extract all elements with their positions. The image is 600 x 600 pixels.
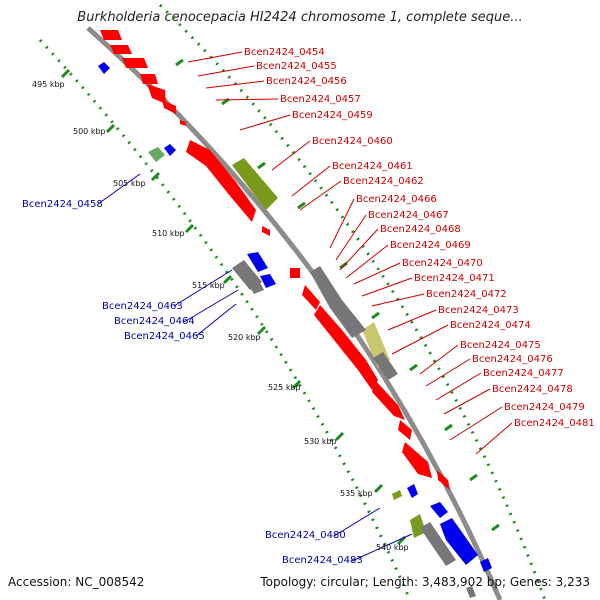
forward-gene-label[interactable]: Bcen2424_0466	[356, 194, 437, 205]
leader-line	[335, 214, 367, 261]
forward-gene-label[interactable]: Bcen2424_0459	[292, 110, 373, 121]
forward-gene-label[interactable]: Bcen2424_0460	[312, 136, 393, 147]
forward-gene-label[interactable]: Bcen2424_0469	[390, 240, 471, 251]
forward-gene-labels[interactable]: Bcen2424_0454Bcen2424_0455Bcen2424_0456B…	[244, 47, 595, 429]
scale-label: 495 kbp	[32, 80, 65, 89]
pseudo-features[interactable]	[232, 260, 476, 598]
forward-strand-genes[interactable]	[100, 30, 450, 490]
scale-label: 500 kbp	[73, 127, 106, 136]
leader-line	[475, 422, 513, 455]
reverse-strand-genes[interactable]	[98, 62, 492, 572]
forward-gene-label[interactable]: Bcen2424_0457	[280, 94, 361, 105]
leader-line	[205, 80, 265, 89]
forward-gene-label[interactable]: Bcen2424_0461	[332, 161, 413, 172]
forward-gene-label[interactable]: Bcen2424_0474	[450, 320, 531, 331]
scale-label: 510 kbp	[152, 229, 185, 238]
leader-line	[361, 277, 413, 297]
label-leader-lines	[97, 51, 513, 562]
forward-gene-label[interactable]: Bcen2424_0477	[483, 368, 564, 379]
leader-line	[425, 358, 471, 387]
leader-line	[449, 406, 503, 441]
leader-line	[353, 262, 401, 285]
map-title: Burkholderia cenocepacia HI2424 chromoso…	[77, 10, 523, 25]
forward-gene-label[interactable]: Bcen2424_0454	[244, 47, 325, 58]
leader-line	[195, 303, 237, 337]
forward-gene-label[interactable]: Bcen2424_0481	[514, 418, 595, 429]
reverse-gene-label[interactable]: Bcen2424_0458	[22, 199, 103, 210]
forward-gene-label[interactable]: Bcen2424_0468	[380, 224, 461, 235]
leader-line	[291, 165, 331, 197]
leader-line	[333, 507, 381, 537]
forward-gene-label[interactable]: Bcen2424_0467	[368, 210, 449, 221]
forward-gene-label[interactable]: Bcen2424_0462	[343, 176, 424, 187]
reverse-gene-label[interactable]: Bcen2424_0465	[124, 331, 205, 342]
scale-label: 520 kbp	[228, 333, 261, 342]
forward-gene-label[interactable]: Bcen2424_0476	[472, 354, 553, 365]
scale-labels: 495 kbp 500 kbp 505 kbp 510 kbp 515 kbp 520 k…	[32, 80, 409, 552]
leader-line	[443, 388, 491, 415]
leader-line	[387, 309, 437, 331]
scale-label: 540 kbp	[376, 543, 409, 552]
leader-line	[173, 269, 233, 307]
leader-line	[339, 228, 379, 271]
topology-summary: Topology: circular; Length: 3,483,902 bp…	[260, 575, 590, 589]
forward-gene-label[interactable]: Bcen2424_0473	[438, 305, 519, 316]
forward-gene-label[interactable]: Bcen2424_0479	[504, 402, 585, 413]
leader-line	[419, 344, 459, 375]
reverse-gene-label[interactable]: Bcen2424_0463	[102, 301, 183, 312]
leader-line	[391, 324, 449, 355]
forward-gene-label[interactable]: Bcen2424_0478	[492, 384, 573, 395]
forward-gene-label[interactable]: Bcen2424_0470	[402, 258, 483, 269]
leader-line	[435, 372, 482, 401]
forward-gene-label[interactable]: Bcen2424_0472	[426, 289, 507, 300]
scale-label: 515 kbp	[192, 281, 225, 290]
leader-line	[97, 173, 141, 205]
gc-skew-track-inner	[38, 38, 412, 600]
gc-skew-track-outer	[158, 3, 547, 600]
reverse-gene-label[interactable]: Bcen2424_0464	[114, 316, 195, 327]
scale-label: 525 kbp	[268, 383, 301, 392]
leader-line	[187, 51, 243, 63]
accession-label: Accession: NC_008542	[8, 575, 145, 589]
leader-line	[299, 180, 342, 211]
forward-gene-label[interactable]: Bcen2424_0456	[266, 76, 347, 87]
leader-line	[351, 533, 413, 562]
leader-line	[197, 65, 255, 77]
forward-gene-label[interactable]: Bcen2424_0471	[414, 273, 495, 284]
leader-line	[329, 198, 355, 249]
scale-label: 505 kbp	[113, 179, 146, 188]
reverse-gene-labels[interactable]: Bcen2424_0458Bcen2424_0463Bcen2424_0464B…	[22, 199, 363, 566]
scale-label: 535 kbp	[340, 489, 373, 498]
leader-line	[271, 140, 311, 171]
reverse-gene-label[interactable]: Bcen2424_0483	[282, 555, 363, 566]
forward-gene-label[interactable]: Bcen2424_0455	[256, 61, 337, 72]
leader-line	[183, 289, 239, 323]
forward-gene-label[interactable]: Bcen2424_0475	[460, 340, 541, 351]
leader-line	[371, 293, 425, 307]
leader-line	[345, 244, 389, 279]
scale-label: 530 kbp	[304, 437, 337, 446]
reverse-gene-label[interactable]: Bcen2424_0480	[265, 530, 346, 541]
leader-line	[215, 98, 279, 101]
leader-line	[239, 114, 291, 131]
